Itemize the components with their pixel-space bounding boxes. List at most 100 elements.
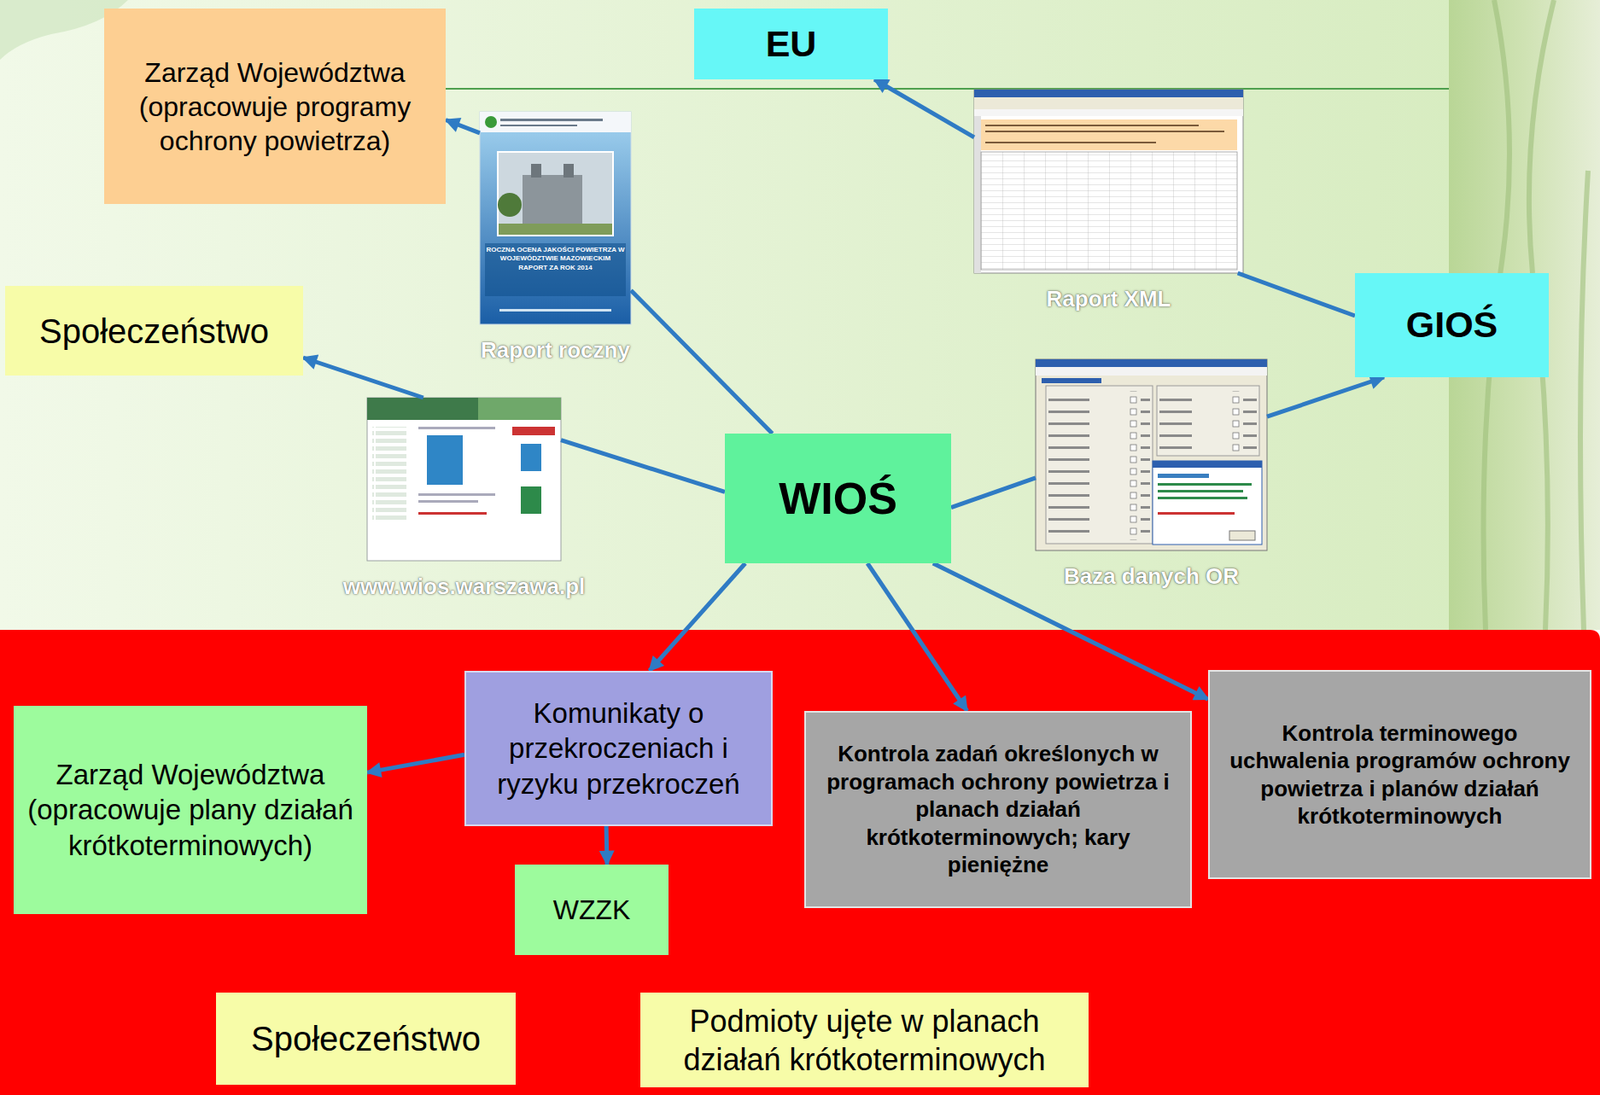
- image-caption: Baza danych OR: [1063, 562, 1239, 591]
- box-text: WIOŚ: [778, 471, 898, 527]
- box-text: Kontrola zadań określonych w programach …: [823, 740, 1174, 880]
- site-header: [367, 397, 561, 421]
- header-cells: [981, 119, 1238, 151]
- side-thumbnail: [520, 486, 542, 514]
- cover-header: [479, 111, 631, 133]
- cover-header-line: [500, 118, 603, 122]
- red-panel: [0, 630, 1600, 1095]
- connector-arrow: [445, 120, 480, 134]
- website-node: www.wios.warszawa.pl: [367, 397, 561, 561]
- wzzk-box: WZZK: [514, 864, 669, 956]
- right-panel: [1156, 385, 1260, 456]
- page: [367, 397, 561, 561]
- photo-tree: [497, 192, 522, 217]
- society-box: Społeczeństwo: [216, 992, 516, 1086]
- xml-report-node: Raport XML: [974, 89, 1244, 274]
- text-line: [418, 500, 479, 503]
- database-screenshot: [1035, 359, 1268, 551]
- connector-arrow: [303, 357, 424, 398]
- header-line: [985, 124, 1199, 127]
- plan-authority-box: Zarząd Województwa (opracowuje programy …: [104, 8, 446, 205]
- substation: [522, 175, 583, 227]
- report-cover: [479, 111, 631, 325]
- plan-authority-box: Zarząd Województwa (opracowuje plany dzi…: [13, 706, 368, 915]
- header-line: [985, 141, 1157, 144]
- popup-line: [1157, 490, 1244, 493]
- alert-box: Komunikaty o przekroczeniach i ryzyku pr…: [464, 671, 773, 827]
- left-panel: [1045, 385, 1153, 544]
- header-photo: [478, 397, 561, 421]
- program-heading: [1041, 378, 1102, 384]
- box-text: Zarząd Województwa (opracowuje programy …: [112, 55, 438, 158]
- wios-box: WIOŚ: [724, 433, 952, 564]
- popup-line: [1157, 483, 1252, 486]
- cover-thumbnail: [426, 435, 463, 485]
- side-thumbnail: [520, 443, 542, 472]
- box-text: Komunikaty o przekroczeniach i ryzyku pr…: [474, 695, 763, 802]
- cover-footer-line: [499, 309, 612, 312]
- database-node: Baza danych OR: [1035, 359, 1268, 551]
- control-box: Kontrola zadań określonych w programach …: [804, 711, 1192, 909]
- menu-bar: [1035, 367, 1268, 376]
- image-caption: www.wios.warszawa.pl: [343, 572, 586, 602]
- divider-line: [445, 87, 1449, 90]
- photo-ground: [498, 223, 613, 235]
- text-line: [418, 426, 496, 430]
- box-text: WZZK: [553, 893, 631, 928]
- entities-box: Podmioty ujęte w planach działań krótkot…: [640, 992, 1089, 1088]
- website-screenshot: [367, 397, 561, 561]
- checkbox-list: [1048, 391, 1151, 541]
- connector-arrow: [560, 440, 725, 493]
- connector-arrow: [630, 290, 773, 434]
- text-line: [418, 512, 487, 515]
- window: [1035, 359, 1268, 551]
- eu-box: EU: [694, 8, 888, 80]
- top-ground: [0, 0, 1600, 631]
- connector-arrow: [1267, 377, 1384, 417]
- cover-photo: [497, 151, 614, 236]
- cover-page: [479, 111, 631, 325]
- title-bar: [1035, 359, 1268, 368]
- gios-box: GIOŚ: [1354, 273, 1549, 378]
- image-caption: Raport XML: [1046, 285, 1172, 314]
- text-line: [418, 493, 496, 497]
- popup: [1152, 461, 1262, 545]
- popup-title: [1152, 461, 1262, 468]
- tree-trunk: [1580, 170, 1589, 631]
- connector-arrow: [649, 563, 746, 672]
- box-text: Podmioty ujęte w planach działań krótkot…: [650, 1002, 1079, 1080]
- popup-line: [1157, 473, 1209, 479]
- connector-arrow: [951, 478, 1036, 509]
- row-header: [974, 116, 982, 274]
- popup-line: [1157, 496, 1248, 500]
- cover-header-line: [500, 124, 578, 127]
- box-text: EU: [765, 21, 818, 68]
- title-bar: [974, 89, 1244, 98]
- society-box: Społeczeństwo: [5, 286, 304, 376]
- connector-arrow: [867, 563, 968, 712]
- image-caption: Raport roczny: [480, 336, 631, 365]
- window: [974, 89, 1244, 274]
- banner: [512, 426, 555, 436]
- formula-bar: [974, 109, 1244, 117]
- connector-arrow: [604, 826, 610, 865]
- spreadsheet-screenshot: [974, 89, 1244, 274]
- cover-title: ROCZNA OCENA JAKOŚCI POWIETRZA W WOJEWÓD…: [484, 245, 626, 273]
- checkbox-list: [1159, 391, 1257, 453]
- box-text: GIOŚ: [1406, 302, 1499, 349]
- header-line: [985, 130, 1225, 133]
- report-node: Raport rocznyROCZNA OCENA JAKOŚCI POWIET…: [479, 111, 631, 325]
- connector-arrow: [367, 754, 465, 773]
- site-menu: [372, 426, 407, 521]
- popup-button: [1229, 531, 1256, 541]
- toolbar: [974, 97, 1244, 110]
- cover-logo: [484, 116, 497, 129]
- box-text: Społeczeństwo: [39, 309, 269, 353]
- connector-arrow: [874, 79, 975, 138]
- cover-title-band: [484, 243, 626, 297]
- substation-part: [531, 163, 542, 178]
- box-text: Kontrola terminowego uchwalenia programó…: [1226, 719, 1573, 831]
- substation-part: [563, 163, 574, 178]
- control-box: Kontrola terminowego uchwalenia programó…: [1208, 670, 1592, 880]
- box-text: Zarząd Województwa (opracowuje plany dzi…: [25, 757, 356, 864]
